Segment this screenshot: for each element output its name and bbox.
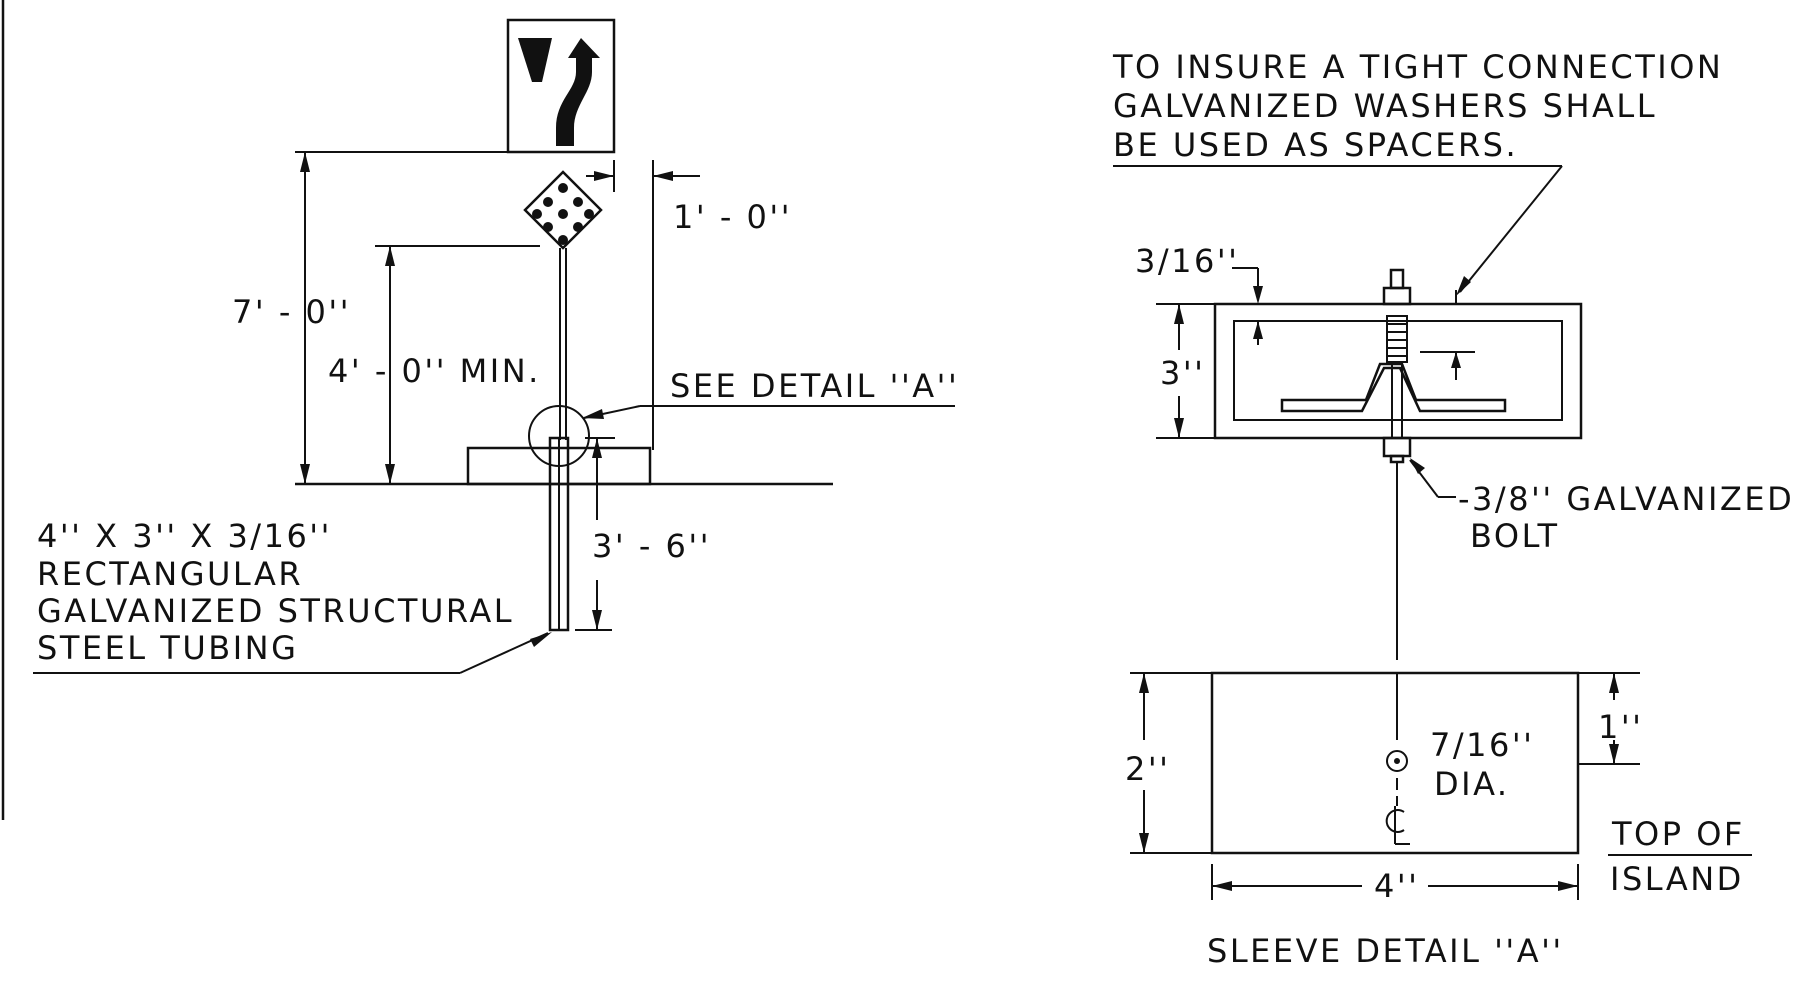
detail-circle [528,405,590,467]
dim-1ft-label: 1' - 0'' [673,198,792,236]
sign-post-elevation: 7' - 0'' 4' - 0'' MIN. 1' - 0'' SEE DETA… [1,0,959,820]
dim-1in-label: 1'' [1598,708,1643,746]
tubing-label-line-2: RECTANGULAR [37,555,303,593]
galvanized-bolt [1382,268,1412,464]
top-of-island-line-1: TOP OF [1611,815,1745,853]
hole-dia-label-line-1: 7/16'' [1430,726,1534,764]
anchor-plate [1280,362,1507,413]
sleeve-detail-a: TO INSURE A TIGHT CONNECTION GALVANIZED … [1112,48,1794,970]
dim-3ft6-label: 3' - 6'' [592,527,711,565]
centerline-icon [1385,806,1410,845]
dim-3in-label: 3'' [1160,354,1205,392]
see-detail-a-label: SEE DETAIL ''A'' [670,367,959,405]
hole-dia-label-line-2: DIA. [1434,765,1510,803]
bolt-label-line-2: BOLT [1470,517,1560,555]
sleeve-inner-wall [1233,320,1563,421]
tubing-label-line-4: STEEL TUBING [37,629,298,667]
note-line-1: TO INSURE A TIGHT CONNECTION [1112,48,1723,86]
bolt-label-line-1: -3/8'' GALVANIZED [1458,480,1794,518]
dim-4in-label: 4'' [1374,867,1419,905]
dim-3-16-label: 3/16'' [1135,242,1239,280]
tubing-label-line-1: 4'' X 3'' X 3/16'' [37,517,332,555]
dim-7ft-label: 7' - 0'' [232,293,351,331]
diamond-reflector-marker-icon [523,170,603,250]
note-line-2: GALVANIZED WASHERS SHALL [1113,87,1657,125]
top-of-island-line-2: ISLAND [1610,860,1744,898]
bolt-hole [1386,750,1408,772]
tubing-label-line-3: GALVANIZED STRUCTURAL [37,592,514,630]
sleeve-detail-title: SLEEVE DETAIL ''A'' [1207,932,1564,970]
keep-left-arrow-sign-icon [506,18,616,154]
note-line-3: BE USED AS SPACERS. [1113,126,1518,164]
dim-4ft-min-label: 4' - 0'' MIN. [328,352,541,390]
dim-2in-label: 2'' [1125,750,1170,788]
